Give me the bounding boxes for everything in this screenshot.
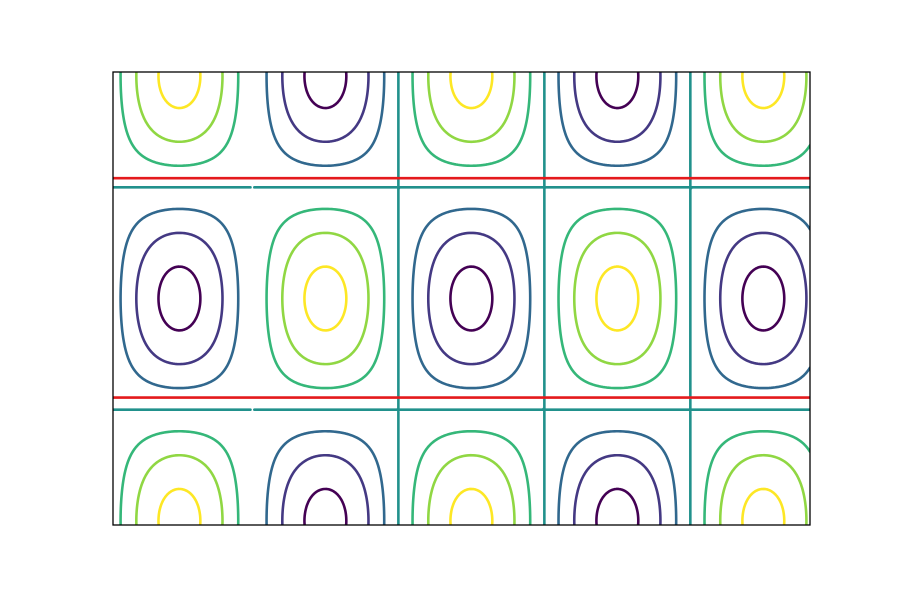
contour-lines bbox=[113, 72, 810, 525]
contour-level-0 bbox=[157, 72, 786, 525]
axes-frame bbox=[112, 71, 811, 526]
contour-level-6 bbox=[157, 72, 786, 525]
contour-level-3 bbox=[113, 72, 810, 525]
plot-content bbox=[113, 72, 810, 525]
contour-level-4 bbox=[119, 72, 810, 525]
contour-level-2 bbox=[119, 72, 810, 525]
contour-level-1 bbox=[135, 72, 808, 525]
contour-level-5 bbox=[135, 72, 808, 525]
reference-lines bbox=[113, 176, 810, 399]
